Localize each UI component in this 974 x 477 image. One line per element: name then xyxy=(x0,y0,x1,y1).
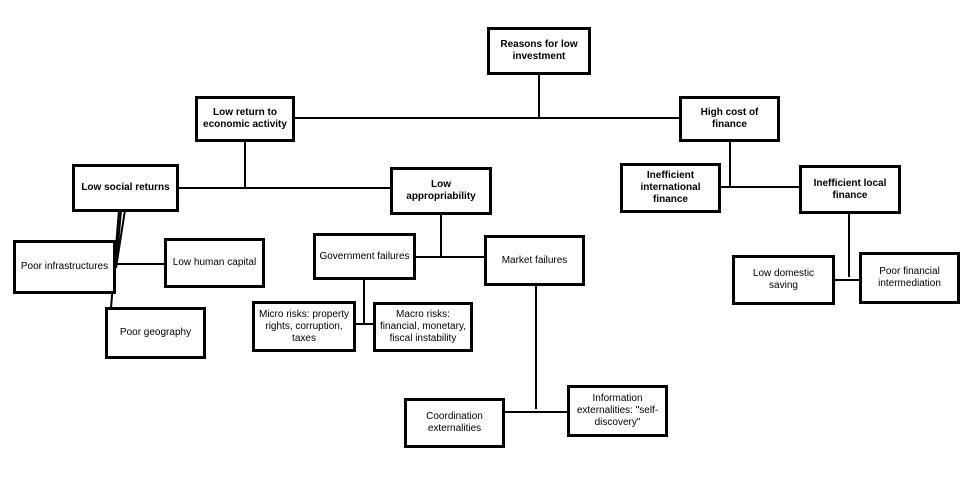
node-low-human-capital: Low human capital xyxy=(164,238,265,288)
node-low-appropriability-label: Low appropriability xyxy=(406,179,476,202)
node-inefficient-local-label: Inefficient local finance xyxy=(813,177,887,201)
node-inefficient-local: Inefficient local finance xyxy=(799,165,901,214)
node-information-externalities: Information externalities: "self-discove… xyxy=(567,385,668,437)
node-inefficient-international-label: Inefficient international finance xyxy=(640,170,701,205)
node-low-social: Low social returns xyxy=(72,164,179,212)
node-low-human-capital-label: Low human capital xyxy=(172,257,257,268)
node-poor-geography: Poor geography xyxy=(105,307,206,359)
node-macro-risks-label: Macro risks: financial, monetary, fiscal… xyxy=(380,309,466,344)
edge-social-infra-2 xyxy=(115,209,122,269)
node-micro-risks: Micro risks: property rights, corruption… xyxy=(252,301,356,352)
node-low-domestic-saving: Low domestic saving xyxy=(732,255,835,305)
node-macro-risks: Macro risks: financial, monetary, fiscal… xyxy=(373,302,473,352)
node-poor-infrastructures-label: Poor infrastructures xyxy=(20,261,109,272)
node-coordination-externalities: Coordination externalities xyxy=(404,398,505,448)
node-coordination-externalities-label: Coordination externalities xyxy=(426,411,483,434)
node-high-cost-label: High cost of finance xyxy=(700,107,759,130)
node-information-externalities-label: Information externalities: "self-discove… xyxy=(576,393,659,428)
node-root-label: Reasons for low investment xyxy=(500,39,578,62)
node-market-failures: Market failures xyxy=(484,235,585,286)
node-poor-infrastructures: Poor infrastructures xyxy=(13,240,116,294)
node-poor-financial-intermediation-label: Poor financial intermediation xyxy=(878,266,941,289)
node-government-failures-label: Government failures xyxy=(319,250,410,262)
node-low-appropriability: Low appropriability xyxy=(390,167,492,215)
node-market-failures-label: Market failures xyxy=(501,254,568,266)
node-low-social-label: Low social returns xyxy=(81,182,170,193)
node-high-cost: High cost of finance xyxy=(679,96,780,142)
node-low-return: Low return to economic activity xyxy=(195,96,295,142)
node-low-domestic-saving-label: Low domestic saving xyxy=(752,268,815,291)
node-low-return-label: Low return to economic activity xyxy=(203,107,287,130)
node-inefficient-international: Inefficient international finance xyxy=(620,163,721,213)
node-government-failures: Government failures xyxy=(313,233,416,280)
node-root: Reasons for low investment xyxy=(487,27,591,75)
node-micro-risks-label: Micro risks: property rights, corruption… xyxy=(258,308,349,344)
node-poor-geography-label: Poor geography xyxy=(119,327,192,338)
node-poor-financial-intermediation: Poor financial intermediation xyxy=(859,252,960,304)
